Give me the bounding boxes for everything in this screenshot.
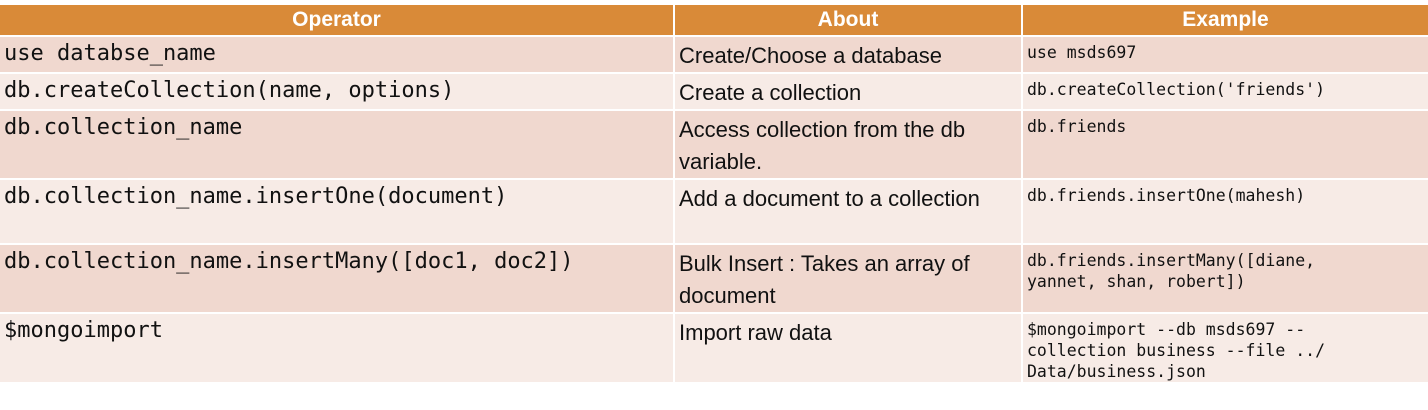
table-row: db.collection_name.insertMany([doc1, doc… (0, 244, 1428, 314)
about-cell: Create a collection (674, 73, 1023, 111)
operator-text: use databse_name (4, 41, 216, 66)
example-cell: $mongoimport --db msds697 -- collection … (1022, 313, 1428, 384)
header-example: Example (1022, 5, 1428, 37)
operators-table: Operator About Example use databse_name … (0, 5, 1428, 384)
table-row: db.collection_name.insertOne(document) A… (0, 179, 1428, 245)
operator-cell: db.collection_name.insertOne(document) (0, 179, 675, 245)
about-text: Access collection from the db variable. (679, 117, 966, 174)
example-text: db.friends (1027, 117, 1127, 136)
about-cell: Bulk Insert : Takes an array of document (674, 244, 1023, 314)
example-cell: db.createCollection('friends') (1022, 73, 1428, 111)
about-cell: Create/Choose a database (674, 36, 1023, 74)
example-text: $mongoimport --db msds697 -- collection … (1027, 320, 1326, 381)
example-cell: db.friends (1022, 110, 1428, 180)
about-text: Create/Choose a database (679, 43, 942, 68)
about-cell: Import raw data (674, 313, 1023, 384)
operator-cell: db.createCollection(name, options) (0, 73, 675, 111)
operator-cell: db.collection_name.insertMany([doc1, doc… (0, 244, 675, 314)
header-about: About (674, 5, 1023, 37)
operator-text: db.collection_name (4, 115, 243, 140)
operator-cell: $mongoimport (0, 313, 675, 384)
about-text: Add a document to a collection (679, 186, 980, 211)
example-cell: use msds697 (1022, 36, 1428, 74)
example-text: db.friends.insertOne(mahesh) (1027, 186, 1306, 205)
about-cell: Access collection from the db variable. (674, 110, 1023, 180)
header-operator: Operator (0, 5, 675, 37)
about-cell: Add a document to a collection (674, 179, 1023, 245)
operator-text: db.collection_name.insertMany([doc1, doc… (4, 249, 574, 274)
example-cell: db.friends.insertMany([diane, yannet, sh… (1022, 244, 1428, 314)
example-cell: db.friends.insertOne(mahesh) (1022, 179, 1428, 245)
about-text: Bulk Insert : Takes an array of document (679, 251, 970, 308)
about-text: Create a collection (679, 80, 862, 105)
example-text: db.createCollection('friends') (1027, 80, 1326, 99)
operator-text: $mongoimport (4, 318, 163, 343)
operator-text: db.createCollection(name, options) (4, 78, 455, 103)
example-text: use msds697 (1027, 43, 1137, 62)
about-text: Import raw data (679, 320, 832, 345)
table-row: $mongoimport Import raw data $mongoimpor… (0, 313, 1428, 384)
table-header-row: Operator About Example (0, 5, 1428, 37)
table-row: db.collection_name Access collection fro… (0, 110, 1428, 180)
operator-cell: use databse_name (0, 36, 675, 74)
operator-text: db.collection_name.insertOne(document) (4, 184, 508, 209)
table-row: use databse_name Create/Choose a databas… (0, 36, 1428, 74)
table-row: db.createCollection(name, options) Creat… (0, 73, 1428, 111)
example-text: db.friends.insertMany([diane, yannet, sh… (1027, 251, 1316, 291)
operator-cell: db.collection_name (0, 110, 675, 180)
